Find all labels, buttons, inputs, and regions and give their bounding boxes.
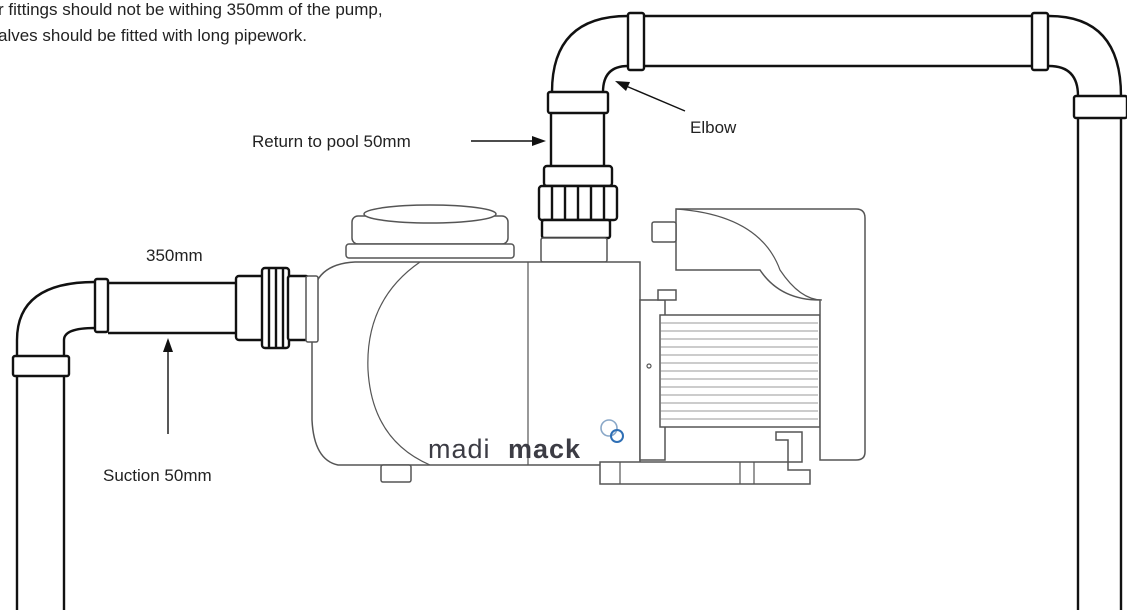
elbow-arrowhead-icon <box>615 81 630 91</box>
return-label: Return to pool 50mm <box>252 132 411 151</box>
logo-text-bold: mack <box>508 434 581 464</box>
suction-label: Suction 50mm <box>103 466 212 485</box>
instruction-note-line-2: alves should be fitted with long pipewor… <box>0 26 307 45</box>
elbow-label-group: Elbow <box>615 81 737 137</box>
motor-cooling-fins <box>660 322 818 420</box>
instruction-note-line-1: r fittings should not be withing 350mm o… <box>0 0 383 19</box>
suction-pipework <box>11 266 310 610</box>
return-arrowhead-icon <box>532 136 546 146</box>
return-pipework <box>537 11 1127 610</box>
suction-label-group: Suction 50mm <box>103 338 212 485</box>
logo-text-light: madi <box>428 434 491 464</box>
pump-unit: madi mack <box>305 204 866 485</box>
elbow-pointer-arrow <box>625 85 686 112</box>
distance-label-group: 350mm <box>146 246 203 265</box>
return-label-group: Return to pool 50mm <box>252 132 546 151</box>
elbow-label: Elbow <box>690 118 737 137</box>
distance-label: 350mm <box>146 246 203 265</box>
suction-arrowhead-icon <box>163 338 173 352</box>
madimack-logo: madi mack <box>428 419 624 464</box>
